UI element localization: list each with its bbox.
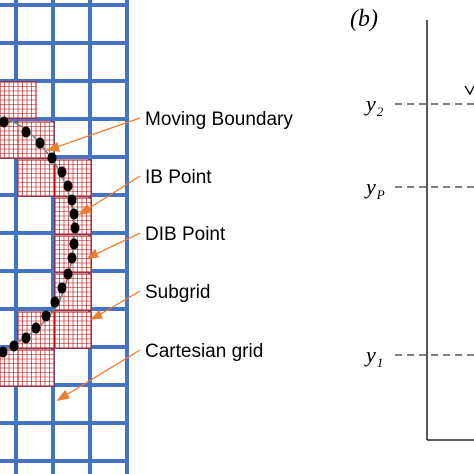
subgrid-cell (17, 349, 55, 387)
cropped-glyph (464, 85, 474, 96)
ib-point-marker (63, 268, 73, 280)
panel-b-tag: (b) (350, 6, 378, 32)
arrowhead-dib-point (86, 248, 99, 259)
label-cartesian-grid: Cartesian grid (145, 341, 263, 362)
label-moving-boundary: Moving Boundary (145, 109, 293, 130)
ib-point-marker (31, 322, 41, 334)
arrow-moving-boundary (47, 117, 141, 151)
ib-point-marker (21, 332, 31, 344)
ib-point-marker (67, 194, 77, 206)
ib-point-marker (50, 296, 60, 308)
arrowhead-ib-point (78, 203, 93, 215)
ib-point-marker (67, 252, 77, 264)
label-subgrid: Subgrid (145, 282, 211, 303)
label-dib-point: DIB Point (145, 224, 226, 245)
ib-point-marker (47, 152, 57, 164)
subgrid-cell (0, 81, 37, 119)
arrow-cartesian-grid (57, 349, 141, 401)
ib-point-marker (70, 222, 80, 234)
ib-point-marker (0, 116, 9, 128)
arrowhead-subgrid (90, 309, 103, 320)
arrow-ib-point (79, 175, 141, 215)
ib-point-marker (69, 208, 79, 220)
label-y2: y2 (364, 91, 384, 119)
ib-point-marker (9, 340, 19, 352)
subgrid-cell (17, 121, 55, 159)
ib-point-marker (69, 238, 79, 250)
subgrid-cell (17, 159, 55, 197)
subgrid-cells (0, 81, 92, 387)
subgrid-cell (54, 311, 92, 349)
ib-point-marker (57, 282, 67, 294)
ib-point-marker (35, 137, 45, 149)
ib-point-marker (63, 180, 73, 192)
ib-point-marker (57, 166, 67, 178)
ib-points (0, 116, 80, 358)
subgrid-cell (54, 159, 92, 197)
label-yp: yP (364, 174, 385, 202)
arrowhead-moving-boundary (46, 141, 60, 152)
label-ib-point: IB Point (145, 167, 212, 188)
arrowhead-cartesian-grid (56, 389, 71, 401)
label-y1: y1 (364, 342, 383, 370)
ib-point-marker (21, 126, 31, 138)
ib-point-marker (41, 310, 51, 322)
ib-point-marker (0, 346, 8, 358)
leader-arrows (46, 117, 141, 401)
